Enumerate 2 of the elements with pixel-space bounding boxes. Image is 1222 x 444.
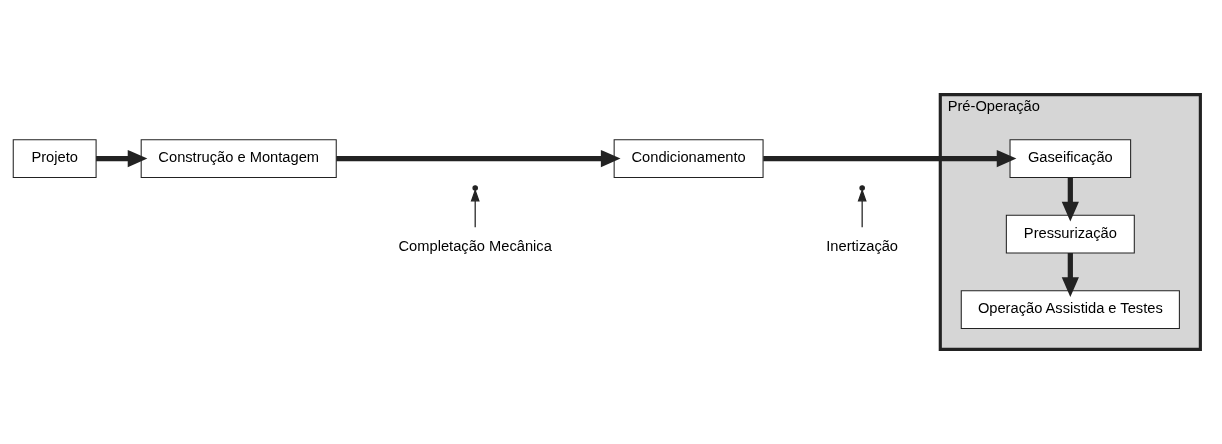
node-text: Completação Mecânica — [398, 237, 552, 254]
node-text: Inertização — [826, 237, 899, 254]
